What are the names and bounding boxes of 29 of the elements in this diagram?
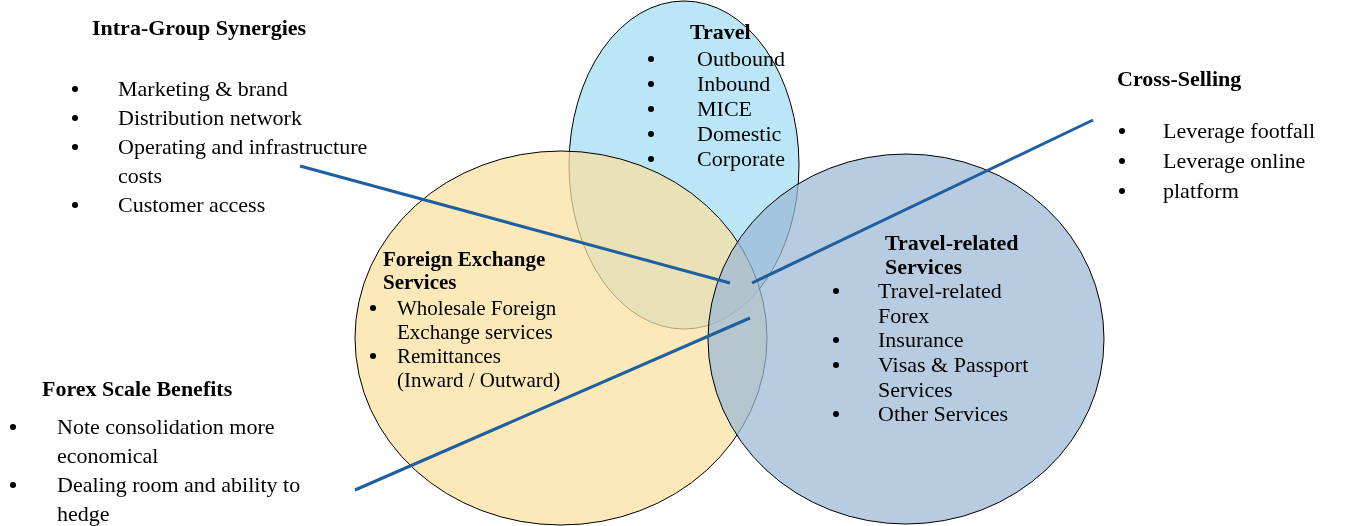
bullet-text: Corporate [697, 146, 786, 171]
bullet-text: Travel-related Forex [878, 279, 1003, 328]
bullet-text: Visas & Passport Services [878, 353, 1030, 402]
bullet-text: Distribution network [118, 104, 303, 132]
callout-heading: Intra-Group Synergies [92, 14, 308, 42]
bullet-text: Domestic [697, 121, 783, 146]
set-heading: Travel [690, 20, 752, 44]
bullet-text: Remittances (Inward / Outward) [397, 344, 562, 392]
bullet-text: Outbound [697, 46, 786, 71]
bullet-text: Operating and infrastructure costs [118, 133, 369, 190]
bullet-text: Leverage footfall [1163, 117, 1317, 145]
leader-line [299, 164, 731, 285]
bullet-text: Note consolidation more economical [57, 413, 276, 470]
bullet-text: Leverage online [1163, 147, 1307, 175]
bullet-text: Insurance [878, 328, 965, 353]
bullet-text: platform [1163, 177, 1240, 205]
bullet-text: Other Services [878, 402, 1010, 427]
bullet-text: Wholesale Foreign Exchange services [397, 296, 558, 344]
bullet-text: MICE [697, 96, 753, 121]
leader-line [354, 316, 751, 492]
callout-heading: Forex Scale Benefits [42, 375, 234, 403]
bullet-text: Customer access [118, 191, 267, 219]
set-heading: Foreign Exchange Services [383, 248, 547, 294]
callout-heading: Cross-Selling [1117, 65, 1243, 93]
bullet-text: Inbound [697, 71, 772, 96]
bullet-text: Dealing room and ability to hedge [57, 471, 302, 526]
bullet-text: Marketing & brand [118, 75, 289, 103]
leader-line [751, 118, 1094, 285]
set-heading: Travel-related Services [885, 231, 1020, 278]
